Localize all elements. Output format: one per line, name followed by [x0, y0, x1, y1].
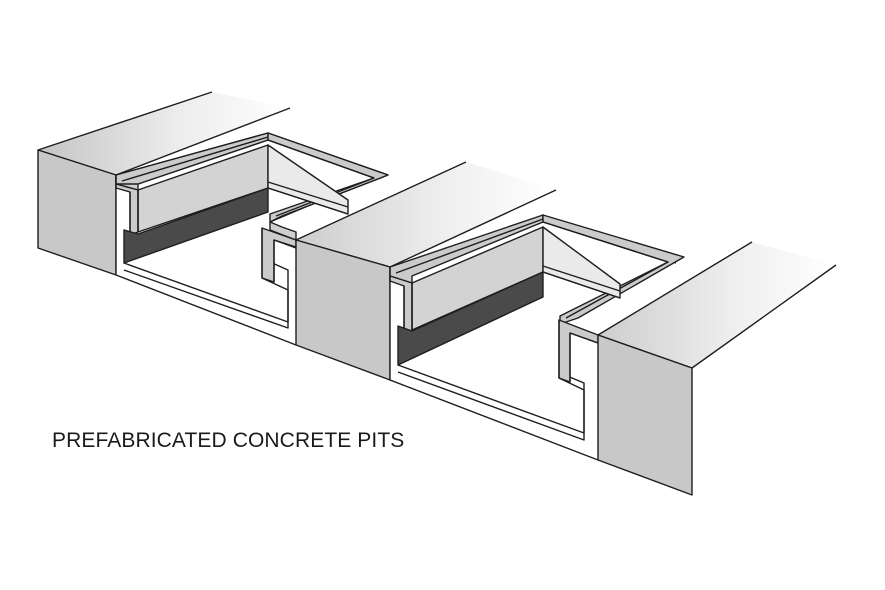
concrete-block-right	[597, 241, 837, 496]
concrete-block-middle	[295, 161, 557, 381]
concrete-block-left	[37, 91, 291, 276]
diagram-caption: PREFABRICATED CONCRETE PITS	[52, 429, 405, 452]
concrete-pit-1	[115, 132, 389, 346]
concrete-pit-2	[389, 214, 685, 461]
